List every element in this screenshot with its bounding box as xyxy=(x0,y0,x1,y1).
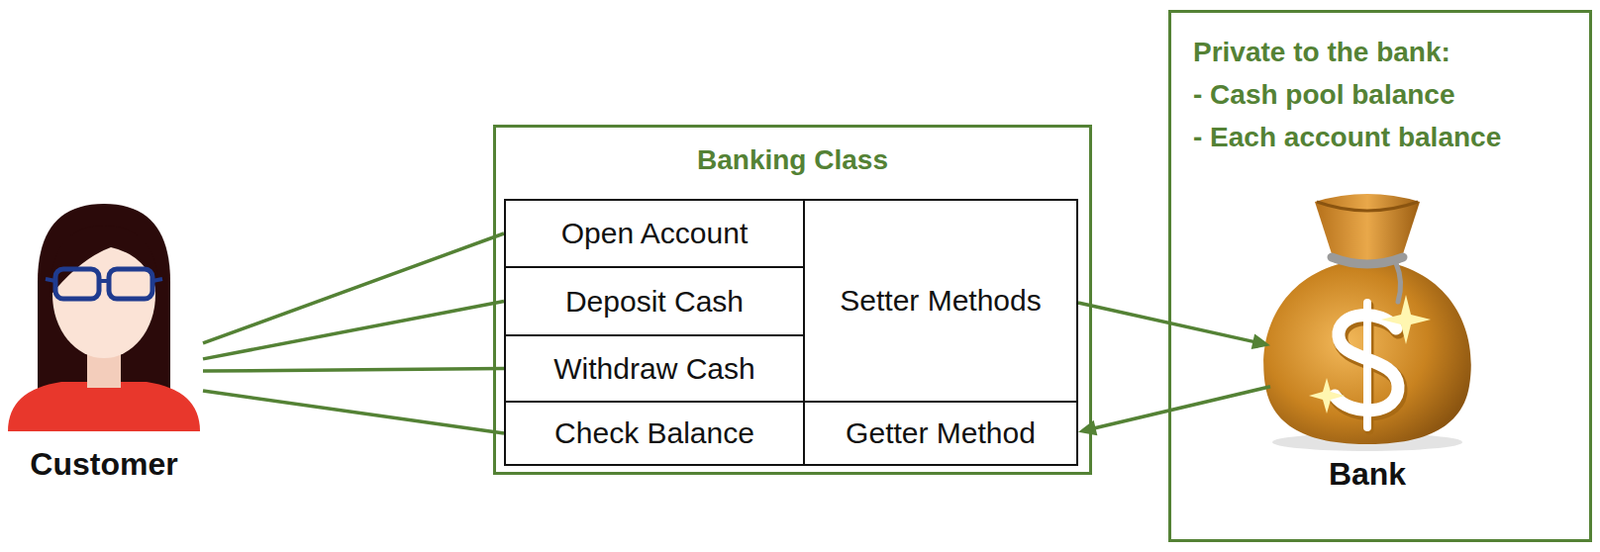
arrow-head xyxy=(1251,333,1271,350)
connector-line xyxy=(202,233,504,344)
arrow-head xyxy=(1078,420,1098,437)
node-label: Withdraw Cash xyxy=(553,352,755,387)
method-cell: Deposit Cash xyxy=(503,266,805,337)
access-arrow xyxy=(1078,302,1271,350)
class-box: Banking ClassOpen AccountDeposit CashWit… xyxy=(493,124,1093,476)
method-kind-cell: Setter Methods xyxy=(802,199,1079,403)
connector-line xyxy=(1092,387,1271,430)
bank-node: Bank xyxy=(1270,184,1465,501)
access-arrow xyxy=(1078,387,1271,437)
connector-line xyxy=(202,301,504,360)
connector-line xyxy=(202,369,504,373)
usage-line xyxy=(202,233,504,344)
customer-figure xyxy=(7,203,200,432)
node-list-item: - Cash pool balance xyxy=(1193,73,1568,116)
usage-line xyxy=(202,369,504,373)
customer-figure-node: Customer xyxy=(4,203,203,492)
node-list-item: - Each account balance xyxy=(1193,115,1568,159)
method-cell: Check Balance xyxy=(503,400,805,467)
connector-line xyxy=(202,391,504,434)
node-label: Private to the bank: xyxy=(1193,30,1568,74)
bank-box: Private to the bank:- Cash pool balance-… xyxy=(1168,9,1593,543)
node-label: Customer xyxy=(29,446,178,484)
node-label: Getter Method xyxy=(845,416,1036,451)
method-cell: Open Account xyxy=(503,199,805,269)
method-cell: Withdraw Cash xyxy=(503,334,805,403)
node-label: Bank xyxy=(1328,456,1406,494)
money-bag xyxy=(1263,194,1472,452)
node-label: Deposit Cash xyxy=(565,285,744,319)
node-label: Open Account xyxy=(561,216,748,251)
node-label: Setter Methods xyxy=(839,284,1041,318)
usage-line xyxy=(202,301,504,360)
node-label: Check Balance xyxy=(554,416,755,451)
method-kind-cell: Getter Method xyxy=(802,400,1079,467)
usage-line xyxy=(202,391,504,434)
node-label: Banking Class xyxy=(496,127,1090,177)
